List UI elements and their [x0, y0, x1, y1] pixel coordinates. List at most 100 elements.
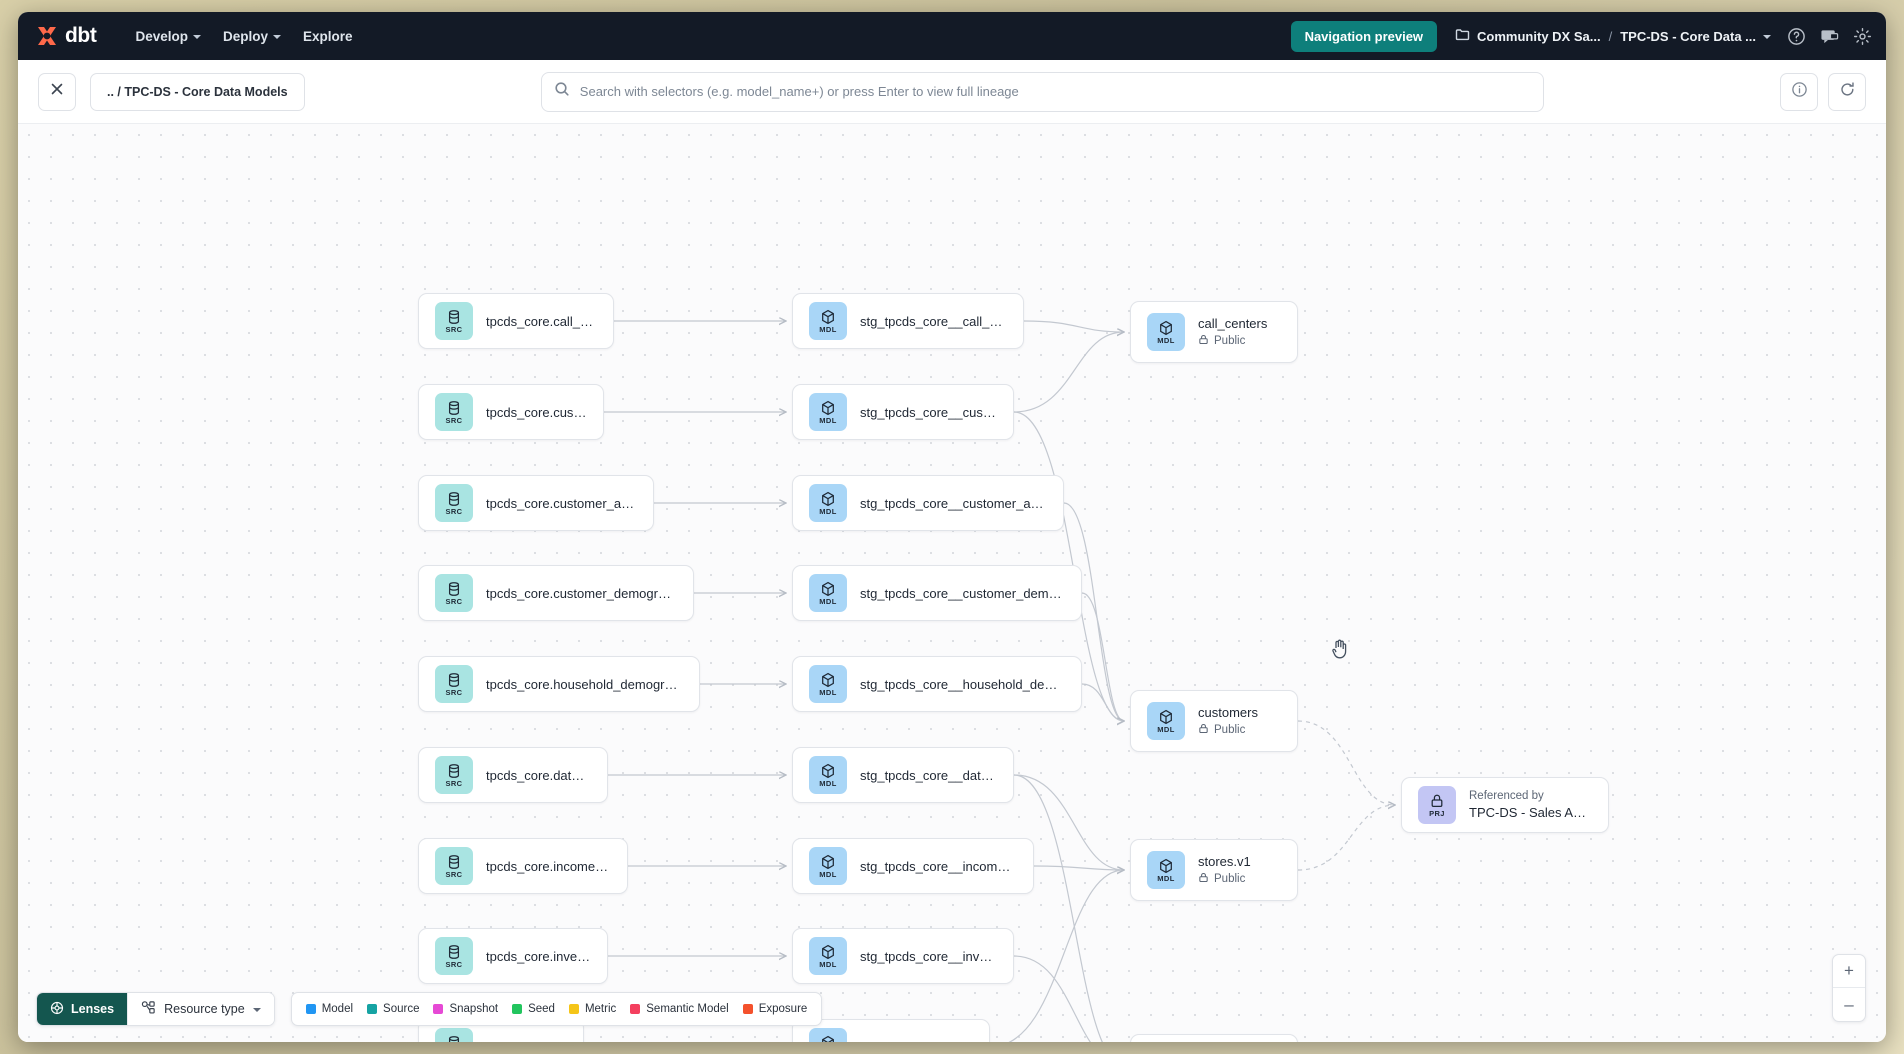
legend-item-model[interactable]: Model — [305, 1003, 354, 1015]
legend-item-metric[interactable]: Metric — [568, 1003, 616, 1015]
nav-item-develop[interactable]: Develop — [124, 22, 212, 51]
node-type-badge-mdl: MDL — [809, 302, 847, 340]
lineage-toolbar: .. / TPC-DS - Core Data Models — [18, 60, 1886, 124]
navigation-preview-button[interactable]: Navigation preview — [1290, 20, 1438, 52]
node-label: tpcds_core.customer_address — [486, 495, 637, 511]
legend-label: Model — [321, 1003, 354, 1015]
src-icon — [446, 854, 462, 870]
lenses-button[interactable]: Lenses — [37, 993, 128, 1025]
node-label: stg_tpcds_core__customer_address — [860, 495, 1047, 511]
node-type-badge-mdl: MDL — [809, 665, 847, 703]
close-lineage-button[interactable] — [38, 72, 76, 111]
breadcrumb-account[interactable]: Community DX Sa... — [1477, 28, 1601, 44]
folder-icon — [1455, 27, 1470, 45]
info-button[interactable] — [1780, 72, 1818, 111]
src-icon — [446, 491, 462, 507]
breadcrumb-pill[interactable]: .. / TPC-DS - Core Data Models — [90, 72, 305, 111]
node-type-badge-mdl: MDL — [1147, 702, 1185, 740]
node-type-badge-src: SRC — [435, 574, 473, 612]
search-container — [319, 71, 1766, 112]
legend-item-exposure[interactable]: Exposure — [742, 1003, 808, 1015]
mdl-icon — [820, 491, 836, 507]
lineage-node-model[interactable]: MDL stg_tpcds_core__customer_address — [792, 475, 1064, 531]
mdl-icon — [820, 854, 836, 870]
search-input[interactable] — [579, 84, 1531, 99]
resource-type-dropdown[interactable]: Resource type — [127, 993, 274, 1025]
node-label: tpcds_core.date_dim — [486, 767, 591, 783]
breadcrumb-project[interactable]: TPC-DS - Core Data ... — [1620, 28, 1756, 44]
node-type-badge-mdl: MDL — [1147, 851, 1185, 889]
node-label: stg_tpcds_core__customer_demogra… — [860, 585, 1065, 601]
legend-label: Exposure — [758, 1003, 808, 1015]
lineage-graph-canvas[interactable]: SRCtpcds_core.call_centerSRCtpcds_core.c… — [18, 124, 1886, 1042]
node-label: tpcds_core.income_band — [486, 858, 611, 874]
refresh-button[interactable] — [1828, 72, 1866, 111]
zoom-in-button[interactable]: + — [1833, 955, 1865, 988]
legend-item-semantic-model[interactable]: Semantic Model — [630, 1003, 729, 1015]
resource-type-label: Resource type — [164, 1002, 245, 1016]
help-circle-icon[interactable] — [1787, 27, 1806, 46]
nav-item-deploy[interactable]: Deploy — [212, 22, 292, 51]
lens-group: Lenses Resource type — [36, 992, 275, 1026]
chevron-down-icon[interactable] — [1763, 34, 1771, 39]
search-box[interactable] — [540, 71, 1544, 112]
chevron-down-icon — [192, 34, 201, 39]
feedback-chat-icon[interactable] — [1820, 27, 1839, 46]
src-icon — [446, 400, 462, 416]
src-icon — [446, 763, 462, 779]
node-label: customers — [1198, 705, 1258, 720]
legend-swatch — [305, 1004, 316, 1014]
mdl-icon — [820, 400, 836, 416]
node-visibility: Public — [1198, 723, 1258, 737]
node-type-badge-mdl: MDL — [809, 1028, 847, 1042]
node-label: TPC-DS - Sales Analytics — [1469, 805, 1592, 820]
zoom-out-button[interactable]: – — [1844, 994, 1854, 1014]
prj-icon — [1429, 793, 1445, 809]
node-label: tpcds_core.customer — [486, 404, 587, 420]
mdl-icon — [820, 1035, 836, 1042]
lineage-node-source[interactable]: SRC tpcds_core.date_dim — [418, 747, 608, 803]
node-type-badge-src: SRC — [435, 756, 473, 794]
breadcrumb-separator: / — [1608, 28, 1613, 44]
mdl-icon — [820, 944, 836, 960]
node-label: tpcds_core.call_center — [486, 313, 597, 329]
legend-label: Snapshot — [449, 1003, 499, 1015]
node-label: stores.v1 — [1198, 854, 1251, 869]
legend-item-snapshot[interactable]: Snapshot — [433, 1003, 498, 1015]
legend-swatch — [742, 1004, 753, 1014]
legend-item-source[interactable]: Source — [367, 1003, 419, 1015]
legend-label: Source — [383, 1003, 420, 1015]
node-type-badge-mdl: MDL — [809, 847, 847, 885]
mdl-icon — [820, 672, 836, 688]
legend-label: Semantic Model — [646, 1003, 729, 1015]
dbt-logo[interactable]: dbt — [34, 23, 97, 49]
mdl-icon — [820, 763, 836, 779]
legend-label: Seed — [528, 1003, 555, 1015]
node-label: tpcds_core.store — [486, 1040, 567, 1043]
legend-item-seed[interactable]: Seed — [512, 1003, 555, 1015]
nav-item-explore[interactable]: Explore — [292, 22, 364, 51]
gear-icon[interactable] — [1853, 27, 1872, 46]
node-type-badge-mdl: MDL — [809, 484, 847, 522]
